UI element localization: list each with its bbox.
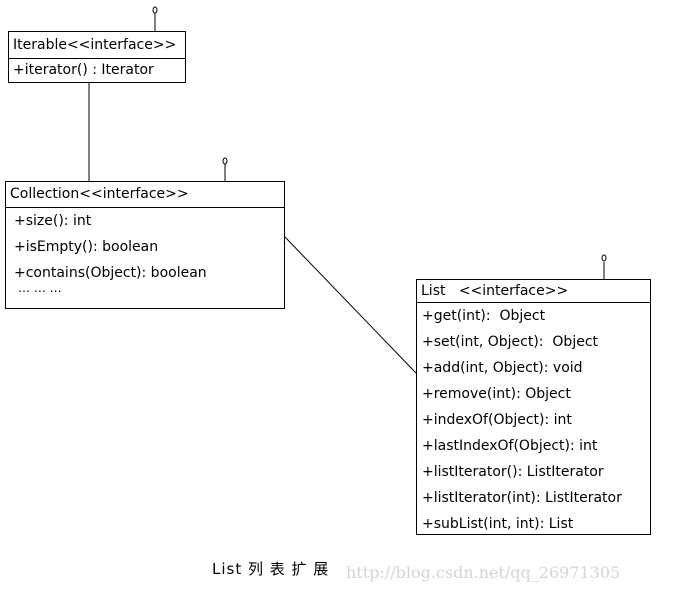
blog-watermark: http://blog.csdn.net/qq_26971305 bbox=[346, 563, 621, 582]
collection-list-connector bbox=[284, 236, 417, 374]
list-member: +listIterator(): ListIterator bbox=[422, 464, 604, 480]
collection-interface-lollipop-icon bbox=[222, 157, 228, 182]
collection-member: +contains(Object): boolean bbox=[14, 265, 207, 281]
iterable-interface-lollipop-icon bbox=[152, 6, 158, 31]
list-member: +indexOf(Object): int bbox=[422, 412, 572, 428]
list-member: +remove(int): Object bbox=[422, 386, 571, 402]
iterable-class-box: Iterable<<interface>> +iterator() : Iter… bbox=[8, 31, 186, 83]
list-member: +listIterator(int): ListIterator bbox=[422, 490, 622, 506]
collection-member: +size(): int bbox=[14, 213, 92, 229]
list-interface-lollipop-icon bbox=[601, 254, 607, 279]
collection-class-title: Collection<<interface>> bbox=[6, 182, 284, 208]
list-member: +get(int): Object bbox=[422, 308, 546, 324]
list-class-box: List <<interface>> +get(int): Object +se… bbox=[416, 279, 651, 535]
list-member: +add(int, Object): void bbox=[422, 360, 583, 376]
list-class-title: List <<interface>> bbox=[417, 280, 650, 303]
iterable-class-title: Iterable<<interface>> bbox=[9, 32, 185, 59]
iterable-member: +iterator() : Iterator bbox=[13, 62, 154, 78]
list-member: +subList(int, int): List bbox=[422, 516, 574, 532]
diagram-caption: List 列 表 扩 展 bbox=[212, 560, 330, 578]
collection-member: +isEmpty(): boolean bbox=[14, 239, 159, 255]
list-member: +set(int, Object): Object bbox=[422, 334, 599, 350]
collection-more-ellipsis: … … … bbox=[18, 281, 62, 295]
collection-class-box: Collection<<interface>> +size(): int +is… bbox=[5, 181, 285, 309]
list-member: +lastIndexOf(Object): int bbox=[422, 438, 598, 454]
